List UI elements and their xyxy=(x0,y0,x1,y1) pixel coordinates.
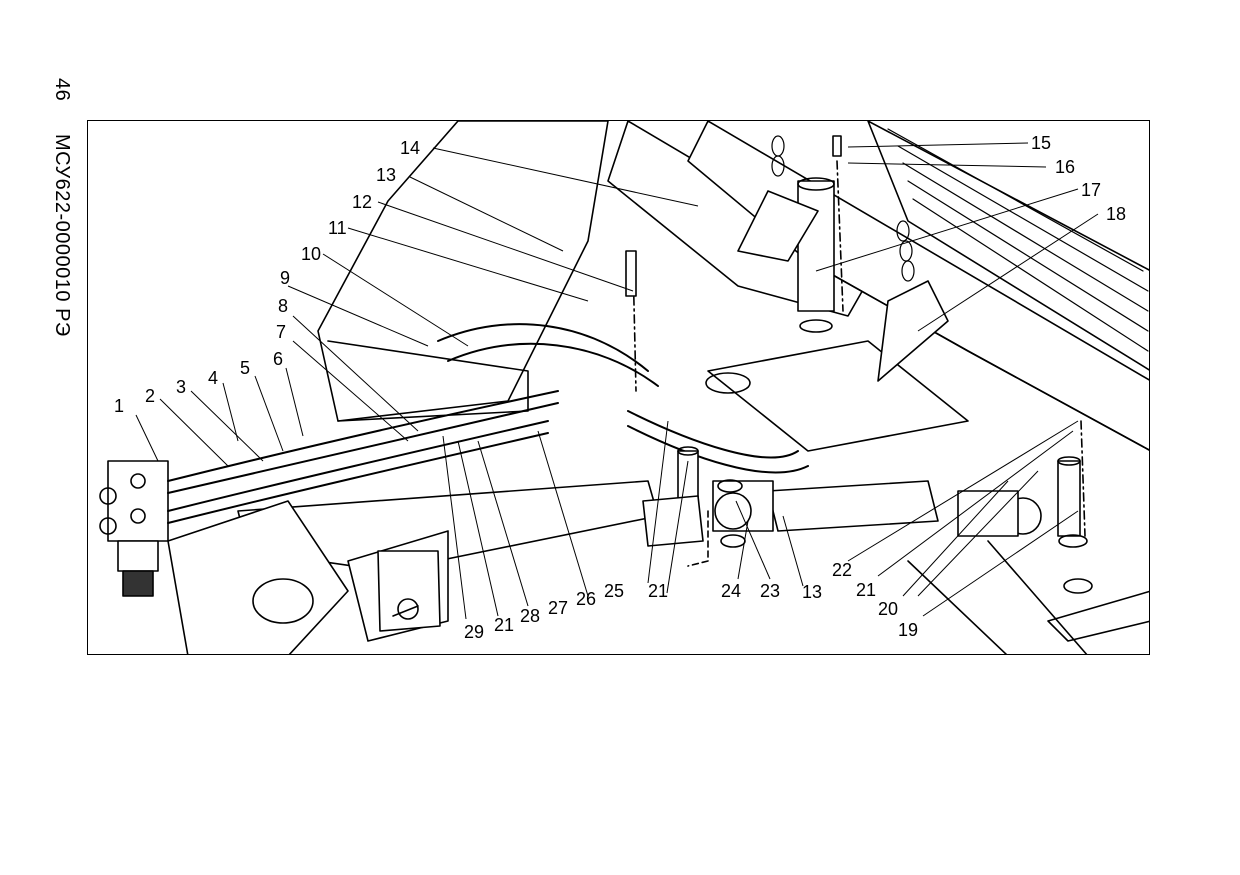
callout-8: 8 xyxy=(278,296,289,316)
callout-2: 2 xyxy=(145,386,156,406)
callout-20: 20 xyxy=(878,599,899,619)
callout-23: 23 xyxy=(760,581,781,601)
callout-18: 18 xyxy=(1106,204,1127,224)
callout-3: 3 xyxy=(176,377,187,397)
callout-7: 7 xyxy=(276,322,287,342)
callout-21b: 21 xyxy=(648,581,669,601)
callout-12: 12 xyxy=(352,192,373,212)
callout-19: 19 xyxy=(898,620,919,640)
page-number: 46 xyxy=(51,78,73,102)
callout-13b: 13 xyxy=(802,582,823,602)
page-header: 46 МСУ622-0000010 РЭ xyxy=(42,78,82,398)
callout-21a: 21 xyxy=(856,580,877,600)
callout-13a: 13 xyxy=(376,165,397,185)
callout-4: 4 xyxy=(208,368,219,388)
callout-10: 10 xyxy=(301,244,322,264)
document-code: МСУ622-0000010 РЭ xyxy=(51,134,73,337)
callout-22: 22 xyxy=(832,560,853,580)
callout-14: 14 xyxy=(400,138,421,158)
callout-17: 17 xyxy=(1081,180,1102,200)
callout-24: 24 xyxy=(721,581,742,601)
callout-25: 25 xyxy=(604,581,625,601)
callout-28: 28 xyxy=(520,606,541,626)
technical-drawing: 1 2 3 4 5 6 7 8 9 10 11 12 13 14 15 16 1… xyxy=(87,120,1150,655)
callout-5: 5 xyxy=(240,358,251,378)
callout-11: 11 xyxy=(328,218,347,238)
callout-6: 6 xyxy=(273,349,284,369)
callout-26: 26 xyxy=(576,589,597,609)
hydraulic-assembly-drawing xyxy=(99,121,1149,654)
callout-9: 9 xyxy=(280,268,291,288)
callout-15: 15 xyxy=(1031,133,1052,153)
callout-1: 1 xyxy=(114,396,125,416)
callout-16: 16 xyxy=(1055,157,1076,177)
callout-27: 27 xyxy=(548,598,569,618)
callout-21c: 21 xyxy=(494,615,515,635)
callout-29: 29 xyxy=(464,622,485,642)
